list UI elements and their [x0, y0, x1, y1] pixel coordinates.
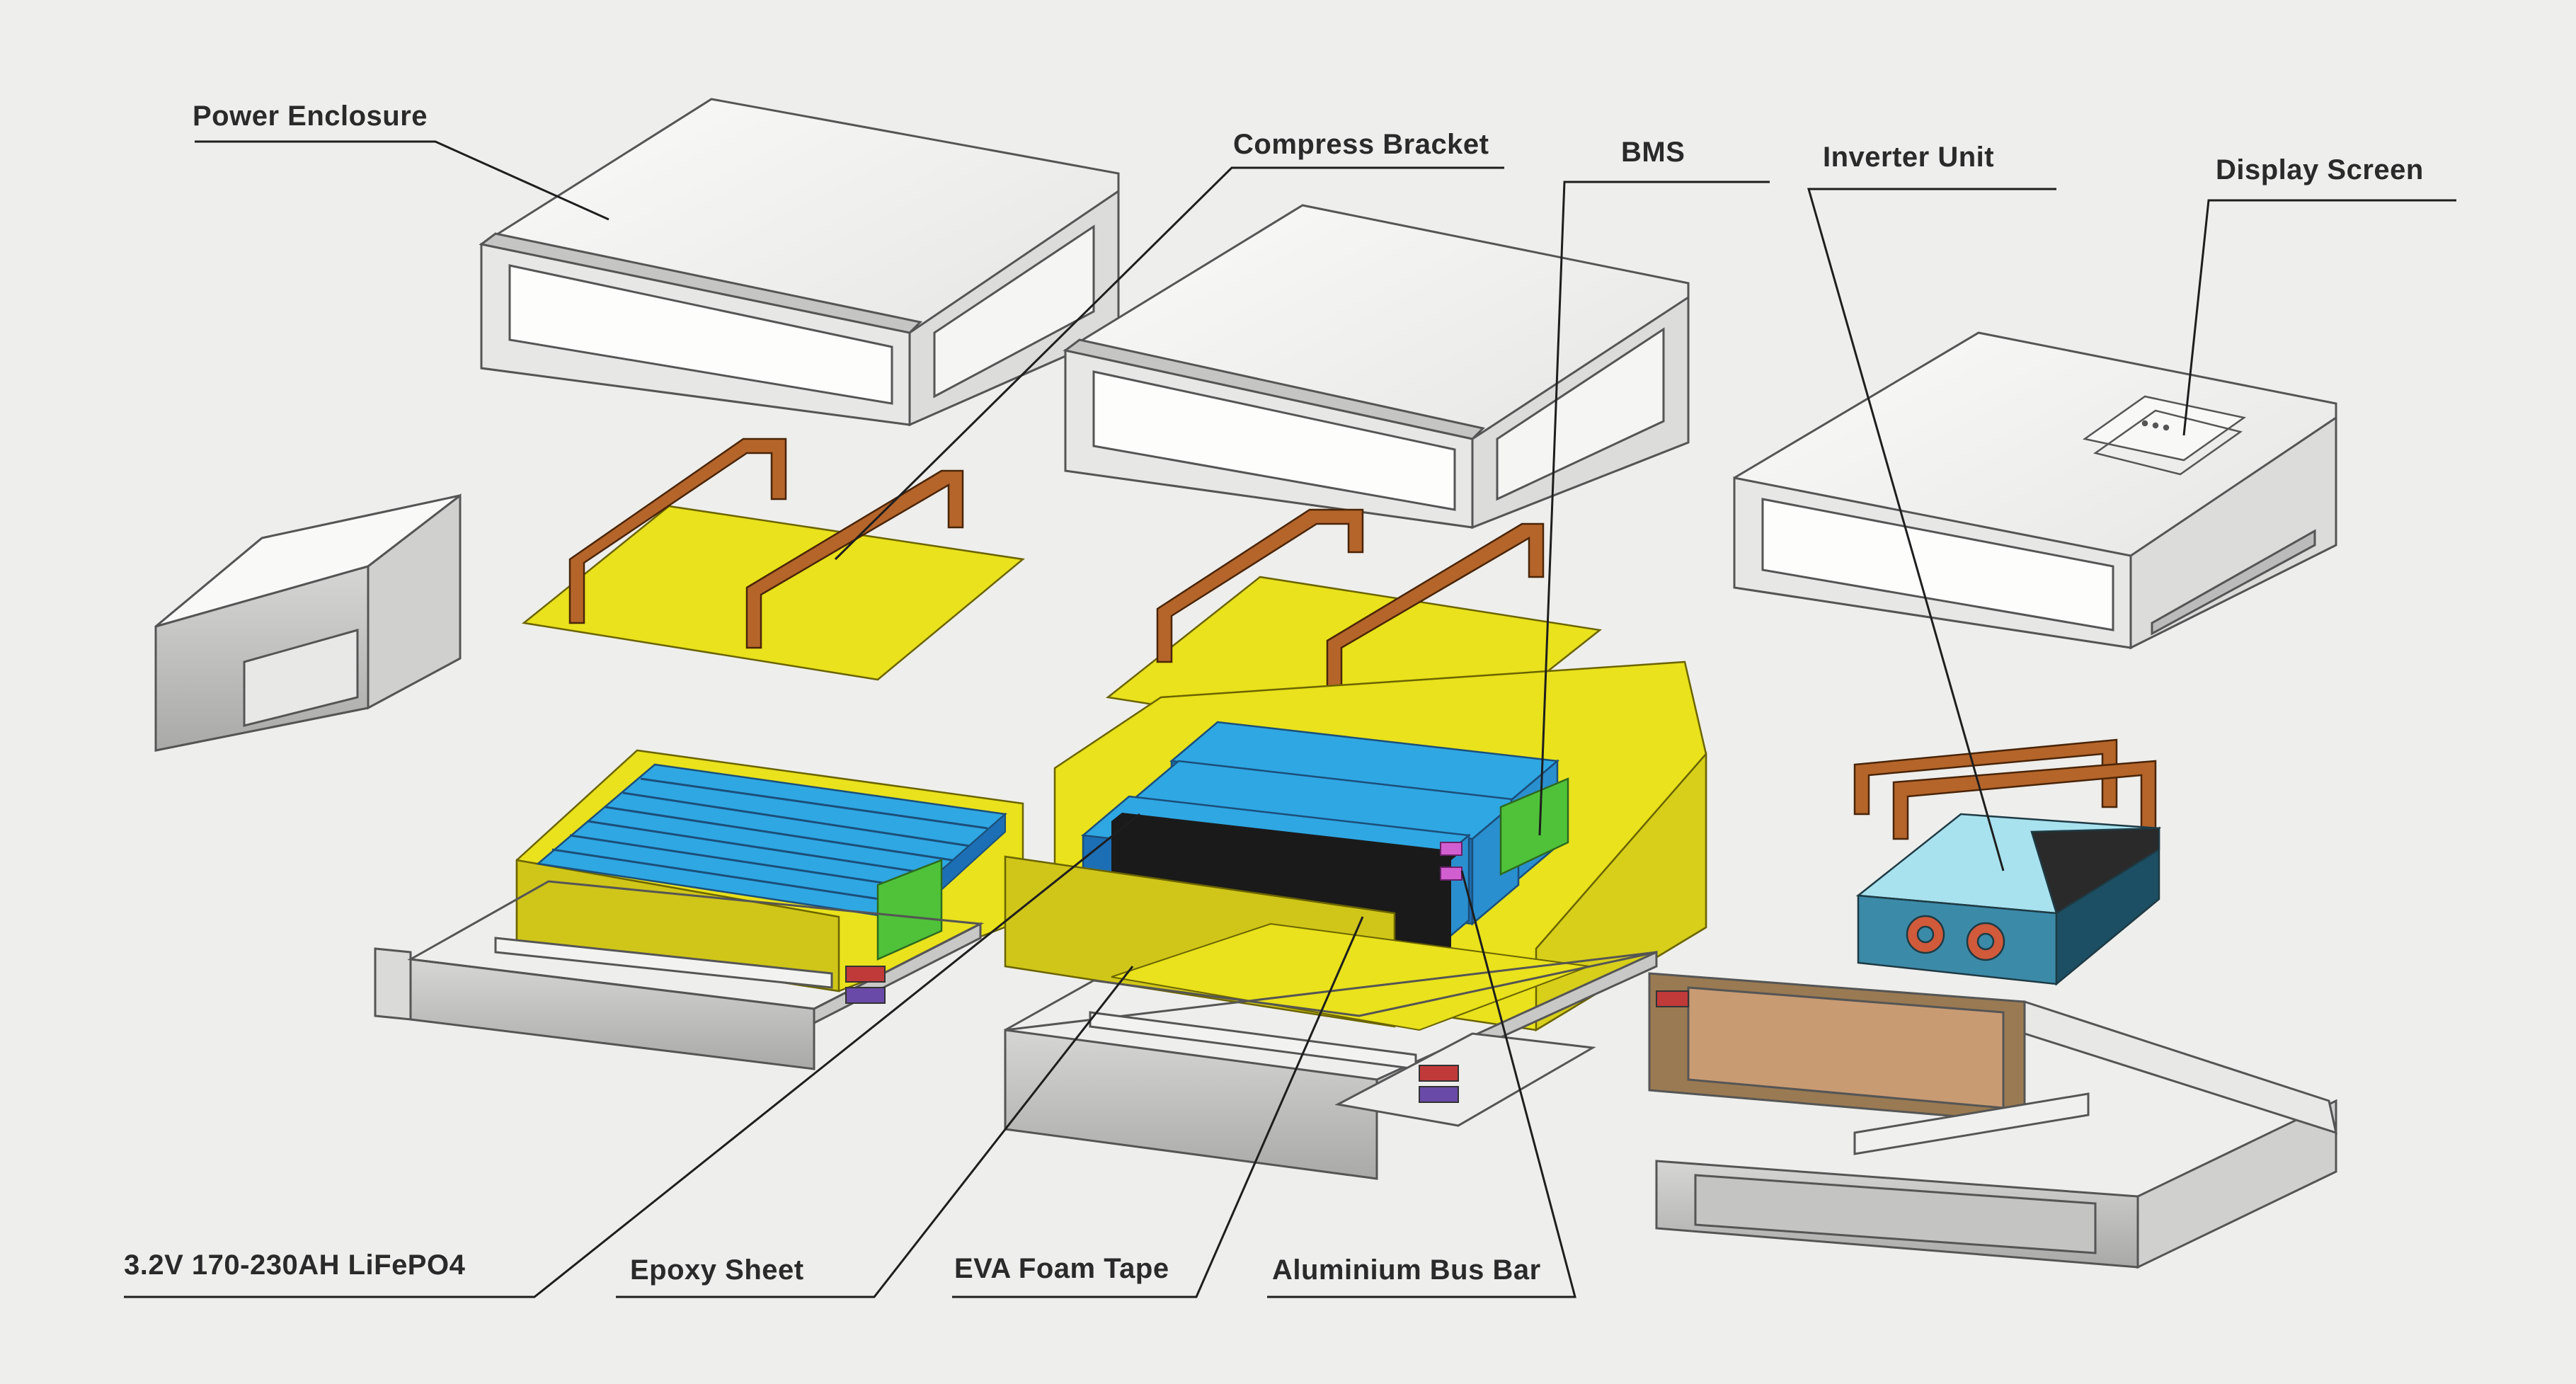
label-eva-foam-tape: EVA Foam Tape: [954, 1253, 1169, 1284]
battery-module-middle: [1004, 660, 1707, 1032]
label-power-enclosure: Power Enclosure: [193, 101, 428, 132]
tray-middle: [1004, 950, 1658, 1180]
label-inverter-unit: Inverter Unit: [1823, 142, 1995, 173]
tray-right: [1648, 972, 2338, 1269]
battery-module-left: [515, 749, 1024, 993]
label-display-screen: Display Screen: [2216, 154, 2424, 185]
label-bms: BMS: [1621, 137, 1685, 168]
label-aluminium-bus-bar: Aluminium Bus Bar: [1272, 1254, 1541, 1286]
power-enclosure-middle: [1063, 204, 1690, 530]
label-compress-bracket: Compress Bracket: [1233, 129, 1489, 160]
inverter-unit: [1855, 813, 2162, 986]
terminals: [845, 966, 1689, 1103]
display-screen: [2082, 395, 2247, 476]
label-cell: 3.2V 170-230AH LiFePO4: [124, 1249, 466, 1281]
inverter-enclosure: [1733, 331, 2337, 650]
epoxy-sheet-top-left: [522, 505, 1025, 681]
compress-bracket: [568, 437, 2157, 840]
front-cap: [154, 493, 462, 752]
leader-lines: [124, 140, 2456, 1298]
label-epoxy-sheet: Epoxy Sheet: [630, 1254, 804, 1286]
power-enclosure-left: [479, 98, 1120, 427]
